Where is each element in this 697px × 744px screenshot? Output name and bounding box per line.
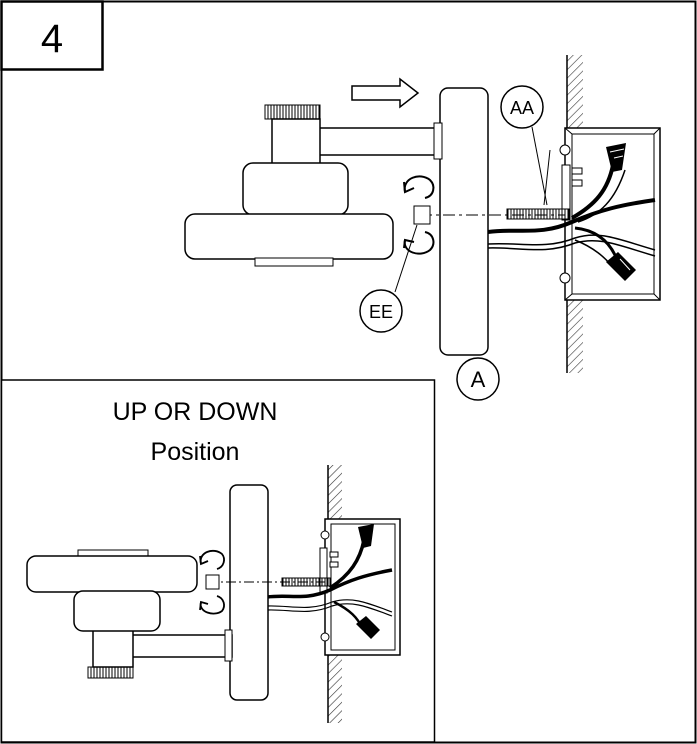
inset-fixture-arm (127, 634, 233, 658)
wires (487, 164, 656, 267)
callout-aa: AA (500, 85, 548, 206)
callout-ee: EE (359, 224, 418, 333)
fixture-arm (317, 122, 443, 160)
decorative-nut (413, 205, 431, 225)
callout-aa-label: AA (510, 98, 534, 118)
callout-ee-label: EE (369, 302, 393, 322)
inset-fixture-body (26, 549, 198, 632)
step-number: 4 (41, 17, 63, 61)
callout-a-label: A (471, 367, 486, 392)
push-right-arrow-icon (351, 77, 420, 109)
inset-finial-knob (92, 626, 134, 668)
main-assembly: AA EE A (184, 55, 661, 401)
inset-mounting-plate (229, 484, 269, 701)
wire-connector (606, 143, 626, 172)
inset-title-line2: Position (151, 438, 240, 466)
callout-a: A (456, 357, 500, 401)
rotate-arrows-icon (403, 175, 435, 255)
finial-knob (264, 104, 321, 165)
step-number-box: 4 (0, 0, 104, 71)
inset-wire-connector (358, 524, 374, 548)
inset-decorative-nut (205, 574, 220, 590)
inset-title-line1: UP OR DOWN (113, 398, 278, 426)
inset-wires (266, 539, 393, 629)
wire-connector (606, 252, 636, 281)
inset-panel: UP OR DOWN Position (0, 379, 436, 743)
inset-rotate-arrows-icon (199, 550, 225, 615)
fixture-body (184, 162, 394, 267)
inset-wire-connector (356, 616, 380, 639)
mounting-plate (439, 87, 489, 356)
